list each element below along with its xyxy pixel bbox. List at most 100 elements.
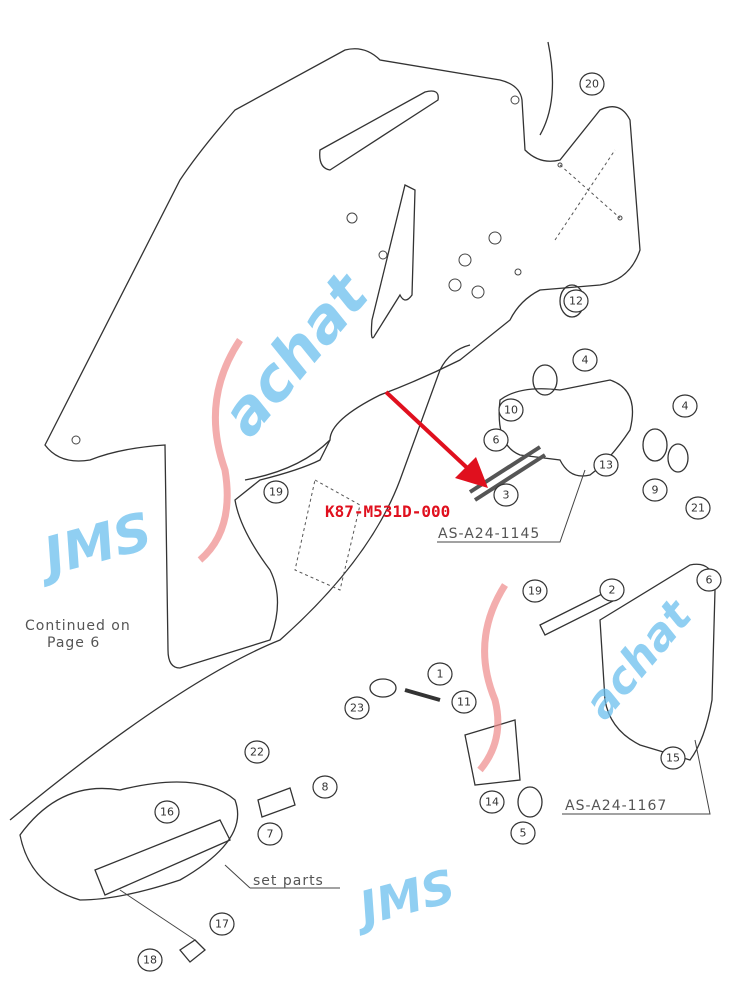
- main-plate: [44, 48, 641, 669]
- dashed-panel: [294, 479, 361, 591]
- plate-holes: [71, 95, 623, 445]
- callout-circle: [451, 690, 477, 714]
- callout-circle: [137, 948, 163, 972]
- callout-circle: [312, 775, 338, 799]
- callout-17: 17: [209, 912, 235, 936]
- callout-number: 6: [706, 574, 713, 587]
- callout-circle: [209, 912, 235, 936]
- callout-number: 2: [609, 584, 616, 597]
- set-parts-outline: [19, 781, 239, 901]
- callout-21: 21: [685, 496, 711, 520]
- callout-5: 5: [510, 821, 536, 845]
- leader-1167: [562, 739, 711, 815]
- watermark-jms: JMS: [29, 502, 158, 590]
- continued-note-line2: Page 6: [47, 635, 100, 651]
- callout-number: 10: [504, 404, 518, 417]
- callout-circle: [642, 478, 668, 502]
- callout-circle: [263, 480, 289, 504]
- callout-circle: [427, 662, 453, 686]
- callout-circle: [344, 696, 370, 720]
- callout-number: 22: [250, 746, 264, 759]
- slot: [319, 90, 439, 171]
- callout-circle: [522, 579, 548, 603]
- callout-22: 22: [244, 740, 270, 764]
- callout-circle: [685, 496, 711, 520]
- callout-number: 19: [269, 486, 283, 499]
- callout-circle: [154, 800, 180, 824]
- callout-18: 18: [137, 948, 163, 972]
- callout-number: 3: [503, 489, 510, 502]
- callout-11: 11: [451, 690, 477, 714]
- callout-number: 23: [350, 702, 364, 715]
- callout-7: 7: [257, 822, 283, 846]
- plate-edge: [539, 41, 554, 136]
- callout-circle: [479, 790, 505, 814]
- callout-3: 3: [493, 483, 519, 507]
- callout-number: 19: [528, 585, 542, 598]
- callout-20: 20: [579, 72, 605, 96]
- callout-4: 4: [572, 348, 598, 372]
- continued-note-line1: Continued on: [25, 618, 131, 634]
- callout-number: 11: [457, 696, 471, 709]
- callout-circle: [599, 578, 625, 602]
- callout-number: 9: [652, 484, 659, 497]
- callout-number: 13: [599, 459, 613, 472]
- callout-number: 20: [585, 78, 599, 91]
- joint-7: [257, 787, 296, 818]
- callout-1: 1: [427, 662, 453, 686]
- callout-8: 8: [312, 775, 338, 799]
- callout-12: 12: [563, 289, 589, 313]
- fitting-18: [179, 939, 206, 963]
- plate-lower-edge: [9, 344, 471, 821]
- callout-14: 14: [479, 790, 505, 814]
- roller-5: [517, 786, 543, 818]
- plate-15: [599, 563, 716, 761]
- dashed-guides: [554, 149, 621, 241]
- callout-circle: [696, 568, 722, 592]
- callout-circle: [579, 72, 605, 96]
- leader-set-parts: [224, 864, 340, 889]
- callout-number: 4: [682, 400, 689, 413]
- callout-number: 21: [691, 502, 705, 515]
- plate-curve: [244, 439, 331, 481]
- callout-6: 6: [483, 428, 509, 452]
- pointer-arrow: [384, 390, 480, 480]
- assembly-label-lower: AS-A24-1167: [565, 798, 667, 814]
- callout-9: 9: [642, 478, 668, 502]
- pin-1: [404, 688, 441, 702]
- callout-number: 5: [520, 827, 527, 840]
- cylinder-16: [94, 819, 231, 896]
- callout-2: 2: [599, 578, 625, 602]
- callout-number: 4: [582, 354, 589, 367]
- callout-19: 19: [522, 579, 548, 603]
- callout-number: 18: [143, 954, 157, 967]
- part-number-label: K87-M531D-000: [325, 502, 450, 521]
- callout-circle: [498, 398, 524, 422]
- callout-10: 10: [498, 398, 524, 422]
- callout-circle: [660, 746, 686, 770]
- callout-number: 14: [485, 796, 499, 809]
- watermark-swoosh: [197, 338, 243, 563]
- callout-15: 15: [660, 746, 686, 770]
- callout-23: 23: [344, 696, 370, 720]
- callout-13: 13: [593, 453, 619, 477]
- set-parts-label: set parts: [253, 873, 324, 889]
- callout-circle: [257, 822, 283, 846]
- callout-circle: [563, 289, 589, 313]
- callout-number: 8: [322, 781, 329, 794]
- washer-4: [532, 364, 558, 396]
- assembly-label-upper: AS-A24-1145: [438, 526, 540, 542]
- callout-number: 12: [569, 295, 583, 308]
- callout-number: 17: [215, 918, 229, 931]
- callout-number: 15: [666, 752, 680, 765]
- callout-circle: [572, 348, 598, 372]
- callout-circle: [593, 453, 619, 477]
- callout-circle: [493, 483, 519, 507]
- callout-19: 19: [263, 480, 289, 504]
- callout-number: 6: [493, 434, 500, 447]
- callout-circle: [483, 428, 509, 452]
- callout-4: 4: [672, 394, 698, 418]
